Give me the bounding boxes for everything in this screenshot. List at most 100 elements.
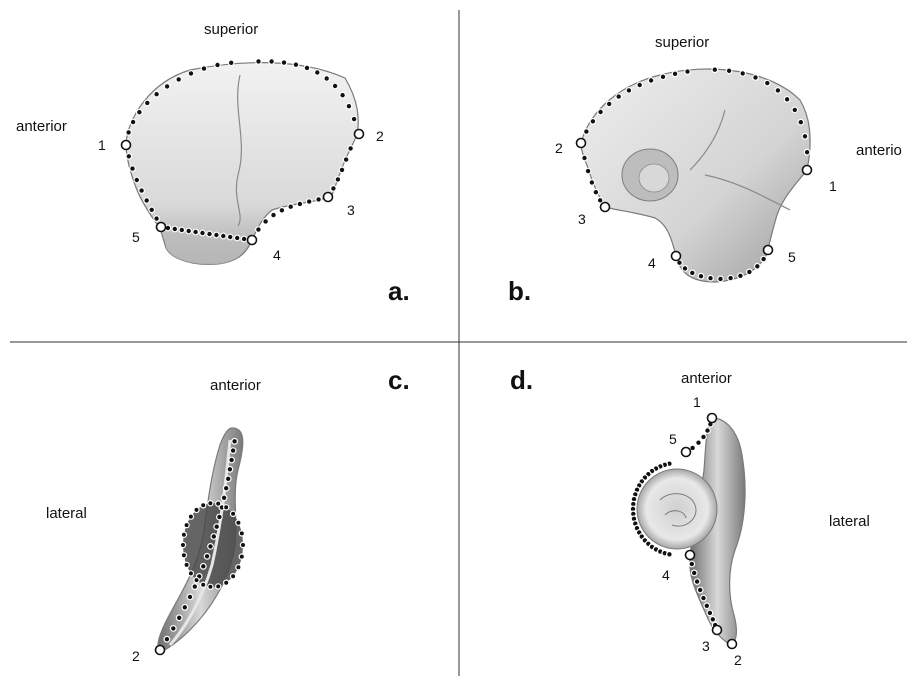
semilandmark — [211, 534, 217, 540]
semilandmark — [691, 570, 697, 576]
semilandmark — [186, 228, 192, 234]
semilandmark — [154, 216, 160, 222]
semilandmark — [231, 574, 236, 579]
semilandmark — [164, 84, 170, 90]
semilandmark — [582, 155, 588, 161]
semilandmark — [804, 149, 810, 155]
semilandmark — [228, 60, 234, 66]
semilandmark — [234, 235, 240, 241]
semilandmark — [232, 439, 238, 445]
semilandmark — [137, 109, 143, 115]
semilandmark — [201, 503, 206, 508]
semilandmark — [256, 227, 262, 233]
semilandmark — [682, 266, 688, 272]
semilandmark — [208, 501, 213, 506]
semilandmark — [589, 180, 595, 186]
semilandmark — [204, 554, 210, 560]
semilandmark — [263, 219, 269, 225]
semilandmark — [701, 595, 707, 601]
landmark-1 — [122, 141, 131, 150]
semilandmark — [792, 107, 798, 113]
semilandmark — [182, 605, 188, 611]
semilandmark — [214, 232, 220, 238]
panel-b-bone — [581, 69, 810, 282]
semilandmark — [184, 562, 189, 567]
semilandmark — [784, 97, 790, 103]
semilandmark — [755, 264, 761, 270]
landmark-5 — [157, 223, 166, 232]
landmark-3 — [324, 193, 333, 202]
semilandmark — [188, 514, 193, 519]
semilandmark — [593, 189, 599, 195]
semilandmark — [775, 88, 781, 94]
semilandmark — [208, 584, 213, 589]
semilandmark — [696, 440, 702, 446]
panel-b-landmark-4-label: 4 — [648, 255, 656, 271]
semilandmark — [701, 434, 707, 440]
semilandmark — [130, 166, 136, 172]
semilandmark — [802, 134, 808, 140]
panel-a: superior anterior 1 2 3 4 5 a. — [16, 21, 410, 306]
panel-c-anterior-label: anterior — [210, 377, 261, 394]
semilandmark — [239, 554, 244, 559]
semilandmark — [685, 69, 691, 75]
semilandmark — [208, 544, 214, 550]
semilandmark — [227, 234, 233, 240]
semilandmark — [704, 603, 710, 609]
semilandmark — [740, 71, 746, 77]
semilandmark — [172, 226, 178, 232]
panel-d-anterior-label: anterior — [681, 370, 732, 387]
panel-d-landmark-3-label: 3 — [702, 638, 710, 654]
semilandmark — [316, 197, 322, 203]
semilandmark — [240, 542, 245, 547]
panel-a-landmark-1-label: 1 — [98, 137, 106, 153]
panel-b-landmark-1-label: 1 — [829, 178, 837, 194]
semilandmark — [194, 578, 199, 583]
semilandmark — [346, 103, 352, 109]
semilandmark — [598, 109, 604, 115]
semilandmark — [288, 204, 294, 210]
semilandmark — [597, 198, 603, 204]
panel-b-landmark-3-label: 3 — [578, 211, 586, 227]
landmark-4 — [686, 551, 695, 560]
semilandmark — [340, 92, 346, 98]
semilandmark — [223, 485, 229, 491]
semilandmark — [271, 212, 277, 218]
semilandmark — [236, 565, 241, 570]
semilandmark — [712, 67, 718, 73]
panel-a-anterior-label: anterior — [16, 118, 67, 135]
semilandmark — [221, 233, 227, 239]
semilandmark — [708, 275, 714, 281]
panel-d-glenoid — [637, 469, 717, 549]
panel-b-glenoid-inner — [639, 164, 669, 192]
semilandmark — [718, 276, 724, 282]
landmark-2 — [156, 646, 165, 655]
semilandmark — [672, 71, 678, 77]
landmark-3 — [713, 626, 722, 635]
semilandmark — [332, 83, 338, 89]
semilandmark — [221, 495, 227, 501]
semilandmark — [726, 68, 732, 74]
semilandmark — [180, 542, 185, 547]
panel-a-label: a. — [388, 276, 410, 306]
semilandmark — [241, 236, 247, 242]
semilandmark — [689, 561, 695, 567]
semilandmark — [626, 88, 632, 94]
semilandmark — [224, 505, 229, 510]
semilandmark — [648, 78, 654, 84]
semilandmark — [798, 119, 804, 125]
semilandmark — [269, 59, 275, 65]
semilandmark — [279, 208, 285, 214]
panel-d-lateral-label: lateral — [829, 513, 870, 530]
semilandmark — [215, 62, 221, 68]
semilandmark — [184, 523, 189, 528]
panel-d-landmark-4-label: 4 — [662, 567, 670, 583]
semilandmark — [761, 256, 767, 262]
semilandmark — [188, 571, 193, 576]
semilandmark — [126, 154, 132, 160]
semilandmark — [728, 275, 734, 281]
semilandmark — [181, 553, 186, 558]
landmark-3 — [601, 203, 610, 212]
panel-c-label: c. — [388, 365, 410, 395]
semilandmark — [339, 167, 345, 173]
